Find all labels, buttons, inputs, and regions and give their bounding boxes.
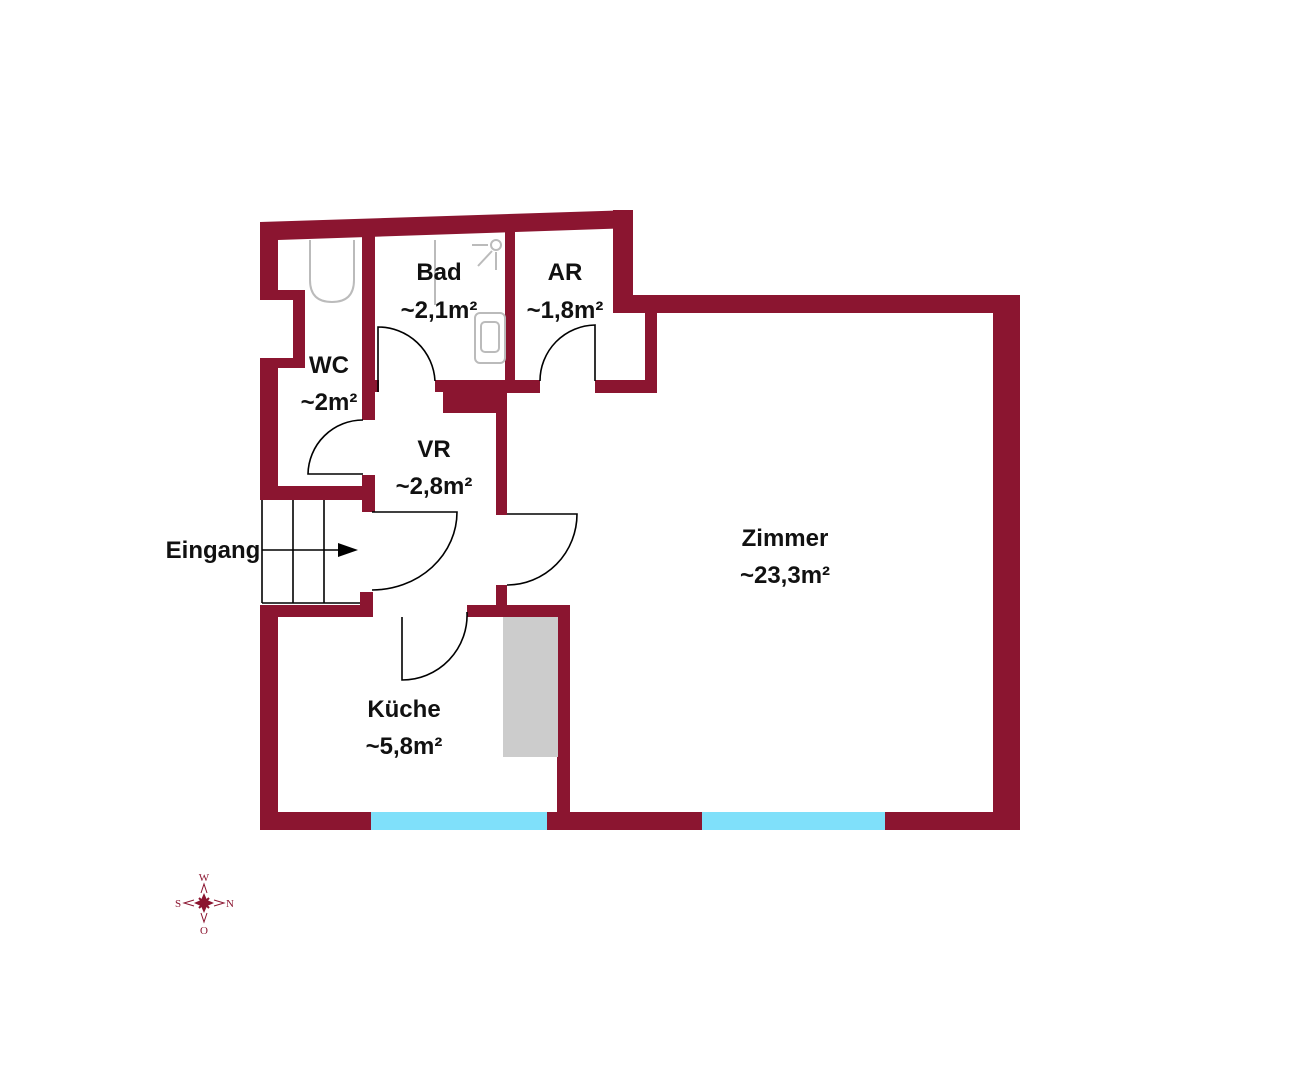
door-zimmer: [506, 513, 578, 586]
room-area-kueche: ~5,8m²: [366, 733, 443, 760]
room-area-vr: ~2,8m²: [396, 473, 473, 500]
window-kueche: [371, 812, 547, 830]
room-name-bad: Bad: [416, 259, 461, 286]
room-area-wc: ~2m²: [301, 389, 358, 416]
window-zimmer: [702, 812, 885, 830]
doors: [307, 324, 596, 681]
room-name-ar: AR: [548, 259, 583, 286]
compass-n: N: [226, 898, 234, 910]
sink-icon: [474, 312, 506, 364]
entrance-label: Eingang: [166, 537, 261, 564]
door-bad: [377, 326, 436, 392]
compass-o: O: [200, 925, 208, 937]
room-name-zimmer: Zimmer: [742, 525, 829, 552]
shower-icon: [490, 239, 502, 251]
room-area-zimmer: ~23,3m²: [740, 562, 830, 589]
compass-w: W: [199, 872, 210, 884]
room-name-vr: VR: [417, 436, 450, 463]
compass-s: S: [175, 898, 181, 910]
windows: [371, 812, 885, 830]
room-name-kueche: Küche: [367, 696, 440, 723]
walls: [260, 210, 1020, 830]
door-ar: [539, 324, 596, 382]
door-entrance: [371, 511, 458, 591]
toilet-icon: [309, 240, 355, 304]
compass-icon: W O S N: [175, 872, 234, 937]
door-wc: [307, 419, 364, 475]
room-area-bad: ~2,1m²: [401, 297, 478, 324]
room-name-wc: WC: [309, 352, 349, 379]
fixtures: [309, 239, 506, 364]
door-kueche: [401, 611, 468, 681]
room-area-ar: ~1,8m²: [527, 297, 604, 324]
kitchen-counter: [503, 617, 558, 757]
stairs: [261, 500, 360, 604]
